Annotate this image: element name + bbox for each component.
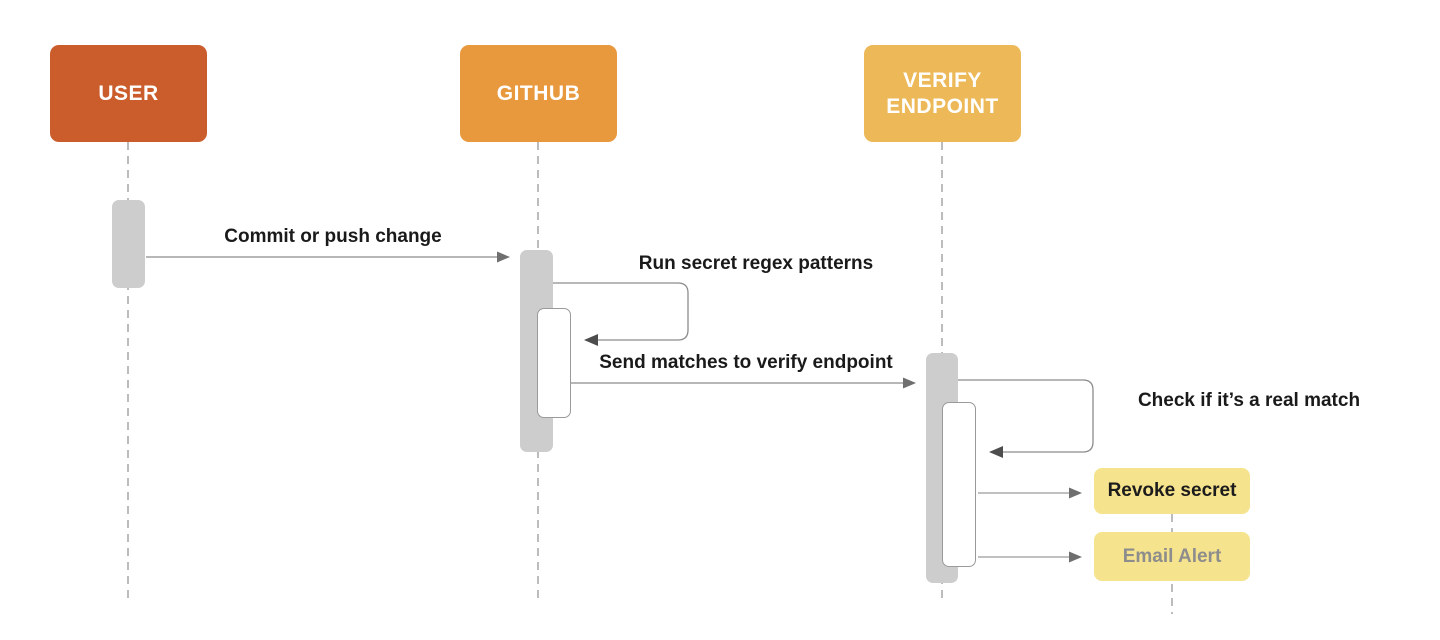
- user-activation-bar: [112, 200, 145, 288]
- actor-user-label: USER: [98, 81, 159, 105]
- verify-nested-activation-bar: [942, 402, 976, 567]
- actor-box-github: GITHUB: [460, 45, 617, 142]
- actor-verify-label: VERIFY ENDPOINT: [886, 68, 999, 118]
- message-label-send-matches: Send matches to verify endpoint: [599, 352, 893, 373]
- check-self-loop-arrow: [958, 379, 1094, 458]
- github-nested-activation-bar: [537, 308, 571, 418]
- message-label-check-match: Check if it’s a real match: [1137, 390, 1361, 411]
- regex-self-loop-arrow: [553, 282, 689, 346]
- revoke-secret-label: Revoke secret: [1107, 480, 1237, 501]
- message-label-commit: Commit or push change: [224, 226, 442, 247]
- revoke-secret-note: Revoke secret: [1094, 468, 1250, 514]
- email-alert-label: Email Alert: [1122, 545, 1222, 567]
- actor-box-verify: VERIFY ENDPOINT: [864, 45, 1021, 142]
- actor-box-user: USER: [50, 45, 207, 142]
- message-label-regex: Run secret regex patterns: [638, 253, 874, 274]
- email-alert-note: Email Alert: [1094, 532, 1250, 581]
- actor-github-label: GITHUB: [496, 81, 581, 105]
